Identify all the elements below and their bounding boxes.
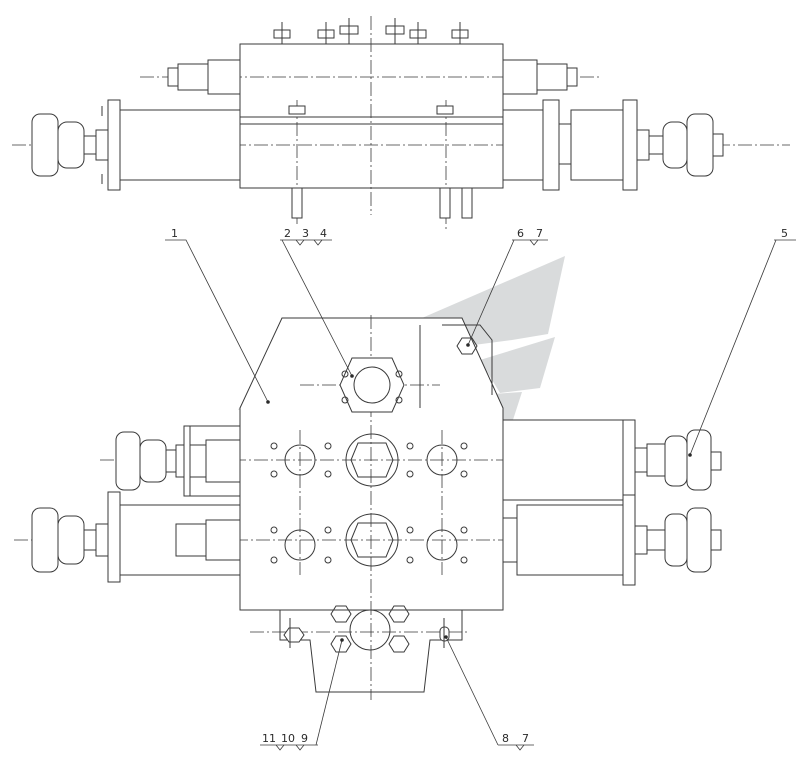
callout-8: 8 [502, 732, 509, 745]
callout-4: 4 [320, 227, 327, 240]
callout-labels: 1 2 3 4 5 6 7 7 8 9 10 11 [171, 227, 788, 745]
top-view-left-actuator [31, 99, 241, 191]
top-bolts [273, 18, 469, 115]
top-view-right-actuator [502, 99, 724, 191]
left-lower-actuator [31, 491, 241, 583]
front-view [14, 315, 722, 700]
callout-10: 10 [281, 732, 295, 745]
lifting-lug [456, 337, 478, 355]
top-view-port-stub [461, 187, 473, 219]
callout-7-bottom: 7 [522, 732, 529, 745]
top-view-left-cap [167, 59, 241, 95]
right-lower-actuator [502, 494, 722, 586]
port-lower-right [406, 526, 468, 564]
port-upper-left [270, 442, 332, 478]
callout-leaders [165, 239, 796, 746]
label-underline-marks [275, 239, 539, 751]
callout-5: 5 [781, 227, 788, 240]
bottom-port-flange [283, 605, 450, 653]
port-upper-right [406, 442, 468, 478]
callout-3: 3 [302, 227, 309, 240]
callout-6: 6 [517, 227, 524, 240]
valve-body [239, 317, 504, 611]
callout-7-top: 7 [536, 227, 543, 240]
callout-1: 1 [171, 227, 178, 240]
top-view-port-stub [439, 187, 451, 219]
callout-11: 11 [262, 732, 276, 745]
upper-hex-plug [345, 433, 399, 487]
callout-2: 2 [284, 227, 291, 240]
lower-hex-plug [345, 513, 399, 567]
left-upper-actuator [115, 425, 241, 497]
top-view-right-cap [502, 59, 578, 95]
top-view [12, 16, 790, 230]
top-view-port-stub [291, 187, 303, 219]
callout-9: 9 [301, 732, 308, 745]
right-upper-actuator [502, 419, 722, 501]
top-view-valve-block [239, 43, 504, 189]
port-lower-left [270, 526, 332, 564]
top-port-flange [339, 357, 405, 413]
